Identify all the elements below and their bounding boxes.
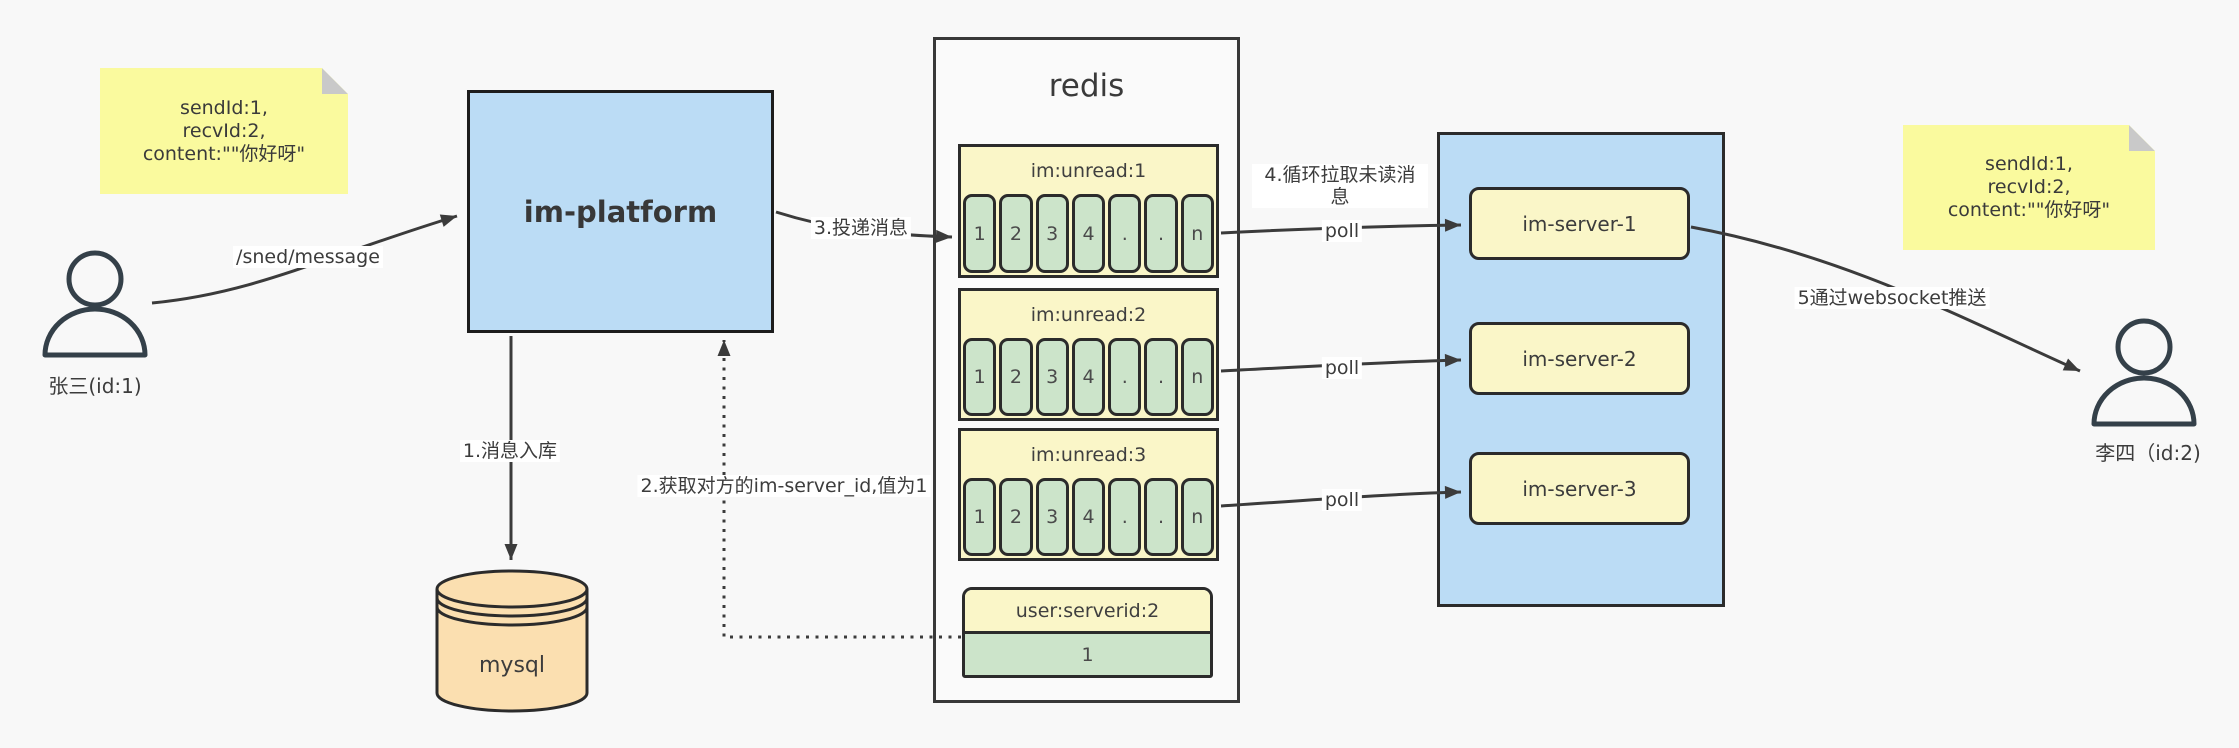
im-server-label: im-server-1 [1522, 211, 1637, 236]
note-fold-corner [322, 68, 348, 94]
note-line: sendId:1, [1985, 153, 2073, 175]
im-platform-label: im-platform [523, 194, 718, 229]
edge-label-poll-1: poll [1321, 220, 1363, 242]
list-cell: 1 [963, 478, 997, 556]
list-cell: 4 [1071, 338, 1106, 416]
edge-label-step4: 4.循环拉取未读消 息 [1252, 164, 1428, 208]
redis-title: redis [1048, 68, 1125, 104]
edge-label-step3: 3.投递消息 [810, 217, 912, 239]
sticky-note-left: sendId:1, recvId:2, content:""你好呀" [100, 68, 348, 194]
im-platform-box: im-platform [467, 90, 774, 333]
list-cell: . [1108, 338, 1142, 416]
list-cell: 4 [1071, 478, 1106, 556]
list-cell: . [1108, 478, 1142, 556]
mapping-value: 1 [965, 634, 1210, 675]
list-header: im:unread:3 [1030, 443, 1147, 466]
receiver-label: 李四（id:2) [2095, 441, 2201, 465]
edge-label-step2: 2.获取对方的im-server_id,值为1 [637, 475, 931, 497]
list-cell: 3 [1035, 338, 1069, 416]
redis-user-serverid-box: user:serverid:2 1 [962, 587, 1213, 678]
note-line: content:""你好呀" [1947, 199, 2111, 221]
edge-label-step4-line1: 4.循环拉取未读消 [1264, 164, 1416, 186]
list-cell: 3 [1035, 478, 1069, 556]
database-cylinder-icon [435, 569, 589, 713]
list-cell: . [1144, 338, 1178, 416]
sticky-note-right: sendId:1, recvId:2, content:""你好呀" [1903, 125, 2155, 250]
mysql-label: mysql [479, 653, 545, 678]
list-cell: 1 [963, 338, 997, 416]
list-header: im:unread:2 [1030, 303, 1147, 326]
mapping-header: user:serverid:2 [965, 590, 1210, 634]
list-cell: n [1180, 338, 1214, 416]
list-cell: n [1180, 194, 1214, 273]
redis-list-unread-2: im:unread:2 1 2 3 4 . . n [958, 288, 1219, 421]
list-cell: 1 [963, 194, 997, 273]
user-icon [2091, 318, 2197, 427]
list-cell: n [1180, 478, 1214, 556]
edge-label-step4-line2: 息 [1330, 186, 1350, 208]
list-cell: . [1108, 194, 1142, 273]
list-cells: 1 2 3 4 . . n [961, 194, 1216, 275]
im-server-label: im-server-2 [1522, 346, 1637, 371]
im-server-2-box: im-server-2 [1469, 322, 1690, 395]
list-cell: 2 [999, 338, 1033, 416]
im-server-label: im-server-3 [1522, 476, 1637, 501]
list-header: im:unread:1 [1030, 159, 1147, 182]
list-cell: 2 [999, 478, 1033, 556]
edge-label-poll-2: poll [1321, 357, 1363, 379]
edge-label-step1: 1.消息入库 [459, 440, 561, 462]
redis-list-unread-1: im:unread:1 1 2 3 4 . . n [958, 144, 1219, 278]
note-line: recvId:2, [1987, 176, 2071, 198]
edge-label-step5: 5通过websocket推送 [1794, 287, 1990, 309]
redis-list-unread-3: im:unread:3 1 2 3 4 . . n [958, 428, 1219, 561]
im-server-1-box: im-server-1 [1469, 187, 1690, 260]
user-icon [42, 250, 148, 358]
edge-label-send: /sned/message [233, 246, 383, 268]
list-cells: 1 2 3 4 . . n [961, 478, 1216, 558]
list-cell: 2 [999, 194, 1033, 273]
list-cell: 3 [1035, 194, 1069, 273]
edge-label-poll-3: poll [1321, 489, 1363, 511]
note-line: content:""你好呀" [142, 142, 306, 165]
im-server-3-box: im-server-3 [1469, 452, 1690, 525]
list-cells: 1 2 3 4 . . n [961, 338, 1216, 418]
note-line: recvId:2, [182, 119, 266, 142]
note-line: sendId:1, [180, 96, 268, 119]
list-cell: . [1144, 194, 1178, 273]
sender-label: 张三(id:1) [48, 374, 142, 398]
list-cell: 4 [1071, 194, 1106, 273]
list-cell: . [1144, 478, 1178, 556]
note-fold-corner [2129, 125, 2155, 151]
